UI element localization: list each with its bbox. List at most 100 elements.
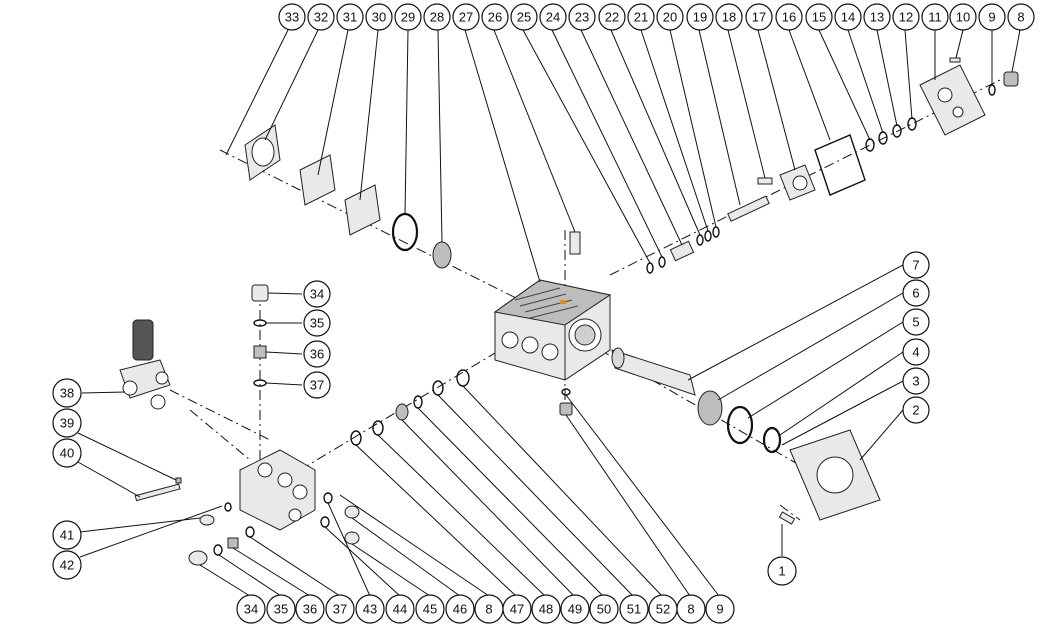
crankshaft (611, 347, 696, 396)
callout-39: 39 (52, 408, 82, 438)
callout-9: 9 (705, 594, 735, 624)
callout-42: 42 (52, 550, 82, 580)
callout-8: 8 (1007, 3, 1035, 31)
seal-48 (372, 420, 384, 436)
seal-51 (432, 380, 444, 396)
callout-circle (560, 594, 590, 624)
callout-number: 47 (510, 602, 524, 617)
callout-circle (531, 594, 561, 624)
callout-number: 46 (453, 602, 467, 617)
callout-number: 4 (912, 345, 919, 360)
o-ring-29 (391, 212, 419, 252)
callout-number: 18 (722, 10, 736, 25)
callout-51: 51 (619, 594, 649, 624)
callout-circle (303, 371, 331, 399)
callout-14: 14 (834, 3, 862, 31)
callout-number: 7 (912, 258, 919, 273)
plug-45 (344, 531, 360, 545)
callout-2: 2 (902, 396, 930, 424)
callout-circle (805, 3, 833, 31)
callout-circle (295, 594, 325, 624)
callout-35: 35 (266, 594, 296, 624)
washer-39 (175, 477, 182, 484)
callout-number: 45 (423, 602, 437, 617)
callout-35: 35 (303, 309, 331, 337)
callout-28: 28 (423, 3, 451, 31)
callout-circle (598, 3, 626, 31)
callout-circle (656, 3, 684, 31)
callout-circle (481, 3, 509, 31)
callout-33: 33 (278, 3, 306, 31)
callout-number: 6 (912, 286, 919, 301)
callout-circle (52, 438, 82, 468)
callout-circle (365, 3, 393, 31)
callout-circle (686, 3, 714, 31)
callout-37: 37 (303, 371, 331, 399)
callout-number: 51 (627, 602, 641, 617)
callout-9: 9 (978, 3, 1006, 31)
plug-41 (199, 514, 215, 526)
callout-circle (589, 594, 619, 624)
callout-number: 5 (912, 315, 919, 330)
callout-43: 43 (355, 594, 385, 624)
callout-circle (627, 3, 655, 31)
callout-30: 30 (365, 3, 393, 31)
callout-circle (902, 251, 930, 279)
callout-number: 11 (928, 10, 942, 25)
callout-circle (902, 279, 930, 307)
rear-bearing-cover (244, 124, 281, 181)
callout-circle (902, 338, 930, 366)
callout-number: 31 (343, 10, 357, 25)
callout-8: 8 (474, 594, 504, 624)
plunger-assembly (646, 195, 770, 274)
callout-circle (502, 594, 532, 624)
seal-43 (323, 492, 333, 504)
callout-4: 4 (902, 338, 930, 366)
callout-36: 36 (303, 340, 331, 368)
callout-49: 49 (560, 594, 590, 624)
callout-number: 16 (782, 10, 796, 25)
callout-number: 14 (841, 10, 855, 25)
callout-31: 31 (336, 3, 364, 31)
callout-circle (902, 367, 930, 395)
callout-15: 15 (805, 3, 833, 31)
callout-number: 22 (605, 10, 619, 25)
callout-5: 5 (902, 308, 930, 336)
callout-circle (303, 309, 331, 337)
callout-10: 10 (949, 3, 977, 31)
callout-number: 44 (393, 602, 407, 617)
mounting-flange (789, 429, 881, 521)
callout-52: 52 (648, 594, 678, 624)
washer-42 (224, 502, 232, 512)
gasket-31 (299, 154, 336, 206)
callout-number: 28 (430, 10, 444, 25)
cap-34-lower (188, 550, 208, 566)
callout-34: 34 (236, 594, 266, 624)
callout-circle (415, 594, 445, 624)
cap-34 (251, 284, 269, 302)
callout-number: 41 (60, 528, 74, 543)
callout-18: 18 (715, 3, 743, 31)
callout-circle (325, 594, 355, 624)
callout-circle (745, 3, 773, 31)
callout-number: 9 (988, 10, 995, 25)
callout-circle (676, 594, 706, 624)
callout-29: 29 (394, 3, 422, 31)
callout-circle (336, 3, 364, 31)
callout-circle (902, 396, 930, 424)
callout-25: 25 (510, 3, 538, 31)
seal-44 (320, 516, 330, 528)
callout-circle (568, 3, 596, 31)
callout-circle (775, 3, 803, 31)
callout-circle (236, 594, 266, 624)
callout-number: 30 (372, 10, 386, 25)
callout-number: 2 (912, 403, 919, 418)
callout-45: 45 (415, 594, 445, 624)
callout-number: 21 (634, 10, 648, 25)
callout-21: 21 (627, 3, 655, 31)
callout-number: 52 (656, 602, 670, 617)
callout-8: 8 (676, 594, 706, 624)
callout-circle (423, 3, 451, 31)
screw-10 (949, 57, 961, 63)
